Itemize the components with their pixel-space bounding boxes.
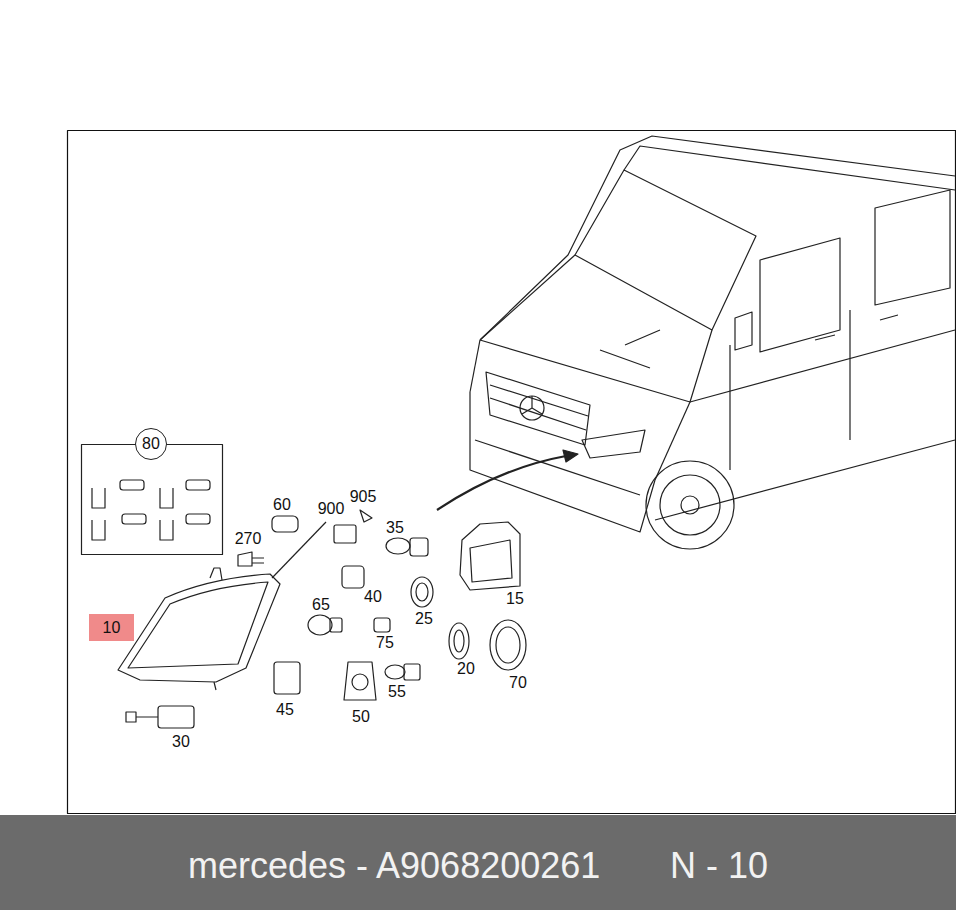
callout-number: 35: [386, 520, 404, 536]
van-illustration: [470, 136, 955, 549]
footer-text: mercedes - A9068200261: [188, 848, 600, 884]
frame: [68, 131, 956, 814]
kit-box: [82, 445, 223, 555]
callout-number: 15: [506, 591, 524, 607]
callout-number: 10: [103, 620, 121, 636]
callout-number: 900: [318, 501, 345, 517]
callout-number: 30: [172, 734, 190, 750]
callout-number: 55: [388, 684, 406, 700]
small-parts: [126, 510, 526, 728]
callout-number: 80: [142, 436, 160, 452]
callout-number: 25: [415, 611, 433, 627]
headlamp: [118, 568, 280, 690]
leader-lines: [272, 450, 578, 578]
footer-text: N - 10: [670, 848, 768, 884]
callout-circle: 80: [135, 428, 167, 460]
callout-number: 905: [350, 489, 377, 505]
callout-number: 60: [273, 497, 291, 513]
callout-number: 20: [457, 661, 475, 677]
callout-number: 40: [364, 589, 382, 605]
callout-number: 270: [235, 531, 262, 547]
callout-number: 70: [509, 675, 527, 691]
callout-box: 10: [89, 614, 134, 641]
footer-band: mercedes - A9068200261 N - 10: [0, 815, 956, 910]
callout-number: 45: [276, 702, 294, 718]
callout-number: 75: [376, 635, 394, 651]
callout-number: 65: [312, 597, 330, 613]
callout-number: 50: [352, 709, 370, 725]
